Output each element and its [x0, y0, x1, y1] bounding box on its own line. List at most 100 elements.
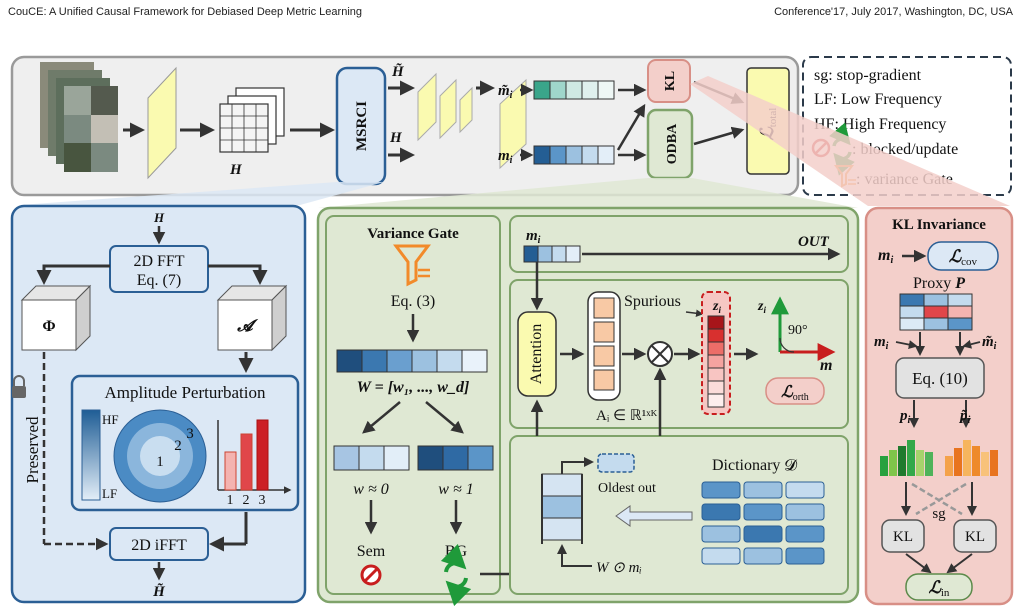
oldest-label: Oldest out: [598, 481, 656, 496]
tilde-dense-block: [499, 78, 527, 170]
kl-mt: m̃i: [982, 334, 997, 352]
angle-label: 90°: [788, 323, 808, 338]
ai-label: Aᵢ ∈ ℝ¹ˣᴷ: [596, 408, 658, 424]
kl-top-box[interactable]: [647, 59, 691, 103]
kl-top-label: KL: [663, 71, 678, 91]
lin-label: ℒin: [929, 578, 950, 599]
ifft-box[interactable]: [109, 527, 209, 561]
weight-vector: [336, 349, 488, 373]
fft-label: 2D FFT: [133, 253, 184, 270]
sem-blocked-icon: [360, 564, 382, 586]
variance-gate-panel: [325, 215, 501, 595]
top-m: mi: [498, 148, 513, 166]
lcov-box[interactable]: [927, 241, 999, 271]
out-panel: [509, 215, 849, 273]
attention-label: Attention: [528, 324, 545, 384]
ring-3: 3: [186, 426, 194, 442]
kl-title: KL Invariance: [892, 217, 986, 233]
phase-cube: [20, 284, 92, 352]
proxy-matrix: [899, 293, 973, 331]
w-odot-label: W ⊙ mᵢ: [596, 560, 642, 576]
w-one-label: w ≈ 1: [438, 481, 473, 498]
top-m-tilde: m̃i: [498, 83, 513, 101]
p-label: pi: [898, 408, 911, 426]
attention-box[interactable]: [517, 311, 557, 397]
dictionary-grid: [701, 481, 825, 565]
feature-map-h: [219, 87, 285, 153]
eq3-label: Eq. (3): [391, 293, 435, 310]
w-zero-label: w ≈ 0: [353, 481, 388, 498]
w-zero-vector: [333, 445, 410, 471]
dictionary-label: Dictionary 𝓓: [712, 457, 797, 474]
ring-2: 2: [174, 438, 182, 454]
kl-box-1[interactable]: [881, 519, 925, 553]
top-h-tilde: H̃: [391, 62, 405, 80]
lin-box[interactable]: [905, 573, 973, 601]
bar-1: 1: [227, 493, 234, 508]
odba-label: ODBA: [665, 123, 680, 164]
hf-label: HF: [102, 412, 119, 427]
sg-label: sg: [932, 506, 946, 522]
lock-icon: [12, 375, 26, 398]
spurious-label: Spurious: [624, 293, 681, 310]
frequency-rings: [113, 409, 207, 503]
m-axis-label: m: [820, 357, 832, 374]
tilde-feature-blocks: [417, 72, 473, 142]
kl2-label: KL: [965, 529, 985, 545]
lf-label: LF: [102, 486, 117, 501]
otimes-op: [647, 341, 673, 367]
perturbation-bars: [217, 419, 292, 494]
ring-1: 1: [156, 454, 164, 470]
frequency-gradient-bar: [81, 409, 101, 501]
m-tilde-vector: [533, 80, 615, 100]
msrci-h-in: H: [153, 210, 165, 225]
legend-sg: sg: stop-gradient: [814, 67, 922, 84]
m-vector: [533, 145, 615, 165]
backbone-feature-block: [147, 66, 177, 180]
eq7-label: Eq. (7): [137, 272, 181, 289]
w-formula: W = [w₁, ..., w_d]: [357, 379, 470, 396]
oldest-item: [597, 453, 635, 473]
top-h-label: H: [229, 162, 243, 178]
phi-label: Φ: [42, 318, 55, 335]
kl-box-2[interactable]: [953, 519, 997, 553]
z-axis-label: zi: [757, 299, 766, 315]
top-h2: H: [389, 130, 403, 146]
amplitude-cube: [216, 284, 288, 352]
eq10-label: Eq. (10): [912, 369, 968, 388]
msrci-h-out: H̃: [152, 582, 166, 600]
msrci-label: MSRCI: [354, 101, 370, 151]
dictionary-arrow: [615, 505, 693, 527]
variance-gate-funnel-icon: [393, 244, 431, 287]
pt-label: p̃i: [958, 408, 971, 426]
proxy-label: Proxy P: [913, 275, 965, 292]
out-m-vector: [523, 245, 581, 263]
kl-zoom-wedge: [690, 76, 1010, 206]
ifft-label: 2D iFFT: [131, 537, 187, 554]
w-one-vector: [417, 445, 494, 471]
fft-box[interactable]: [109, 245, 209, 293]
header-left: CouCE: A Unified Causal Framework for De…: [8, 6, 362, 18]
vg-title: Variance Gate: [367, 226, 459, 242]
kl-m: mi: [878, 247, 893, 266]
out-label: OUT: [798, 234, 830, 250]
kl1-label: KL: [893, 529, 913, 545]
p-distribution: [880, 440, 933, 476]
lcov-label: ℒcov: [949, 247, 978, 268]
lorth-box[interactable]: [765, 377, 825, 405]
bg-label: BG: [445, 543, 468, 560]
m-top-label: mi: [526, 228, 541, 246]
lorth-label: ℒorth: [781, 384, 809, 403]
input-image-stack: [40, 62, 118, 172]
pt-distribution: [945, 440, 998, 476]
bar-3: 3: [259, 493, 266, 508]
kl-m2: mi: [874, 334, 889, 352]
msrci-zoom-wedge: [20, 182, 384, 205]
legend-lf: LF: Low Frequency: [814, 91, 942, 108]
z-vector-cells: [707, 315, 725, 408]
queue-stack: [541, 473, 583, 544]
attention-weight-cells: [593, 297, 615, 391]
eq10-box[interactable]: [895, 357, 985, 399]
header-right: Conference'17, July 2017, Washington, DC…: [774, 6, 1013, 18]
